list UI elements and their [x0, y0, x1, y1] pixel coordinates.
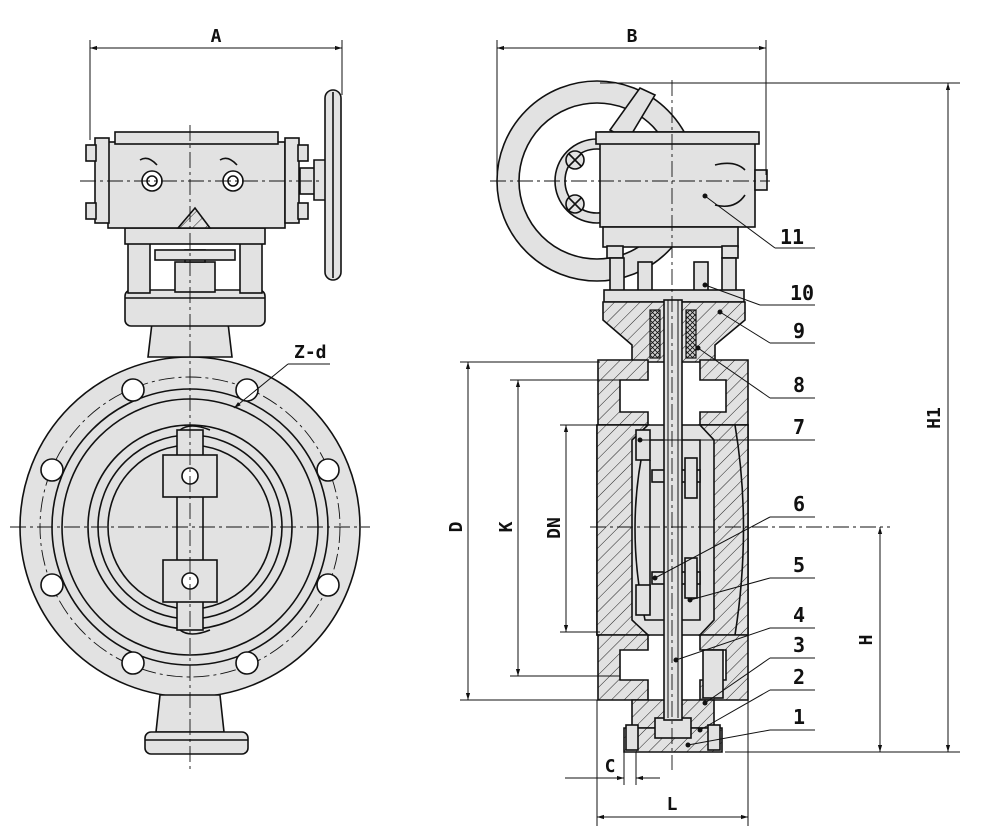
- dim-a-label: A: [211, 26, 222, 47]
- dim-b-label: B: [627, 26, 638, 47]
- dim-h-label: H: [856, 635, 877, 646]
- dim-h1-label: H1: [924, 407, 945, 429]
- callout-1: 1: [793, 705, 805, 729]
- dim-dn-label: DN: [544, 517, 565, 539]
- shaft: [663, 299, 683, 721]
- front-bottom-cap: [144, 731, 249, 755]
- callout-2: 2: [793, 665, 805, 689]
- dimensions: A B H1 H D K DN L: [89, 26, 960, 826]
- callout-5: 5: [793, 553, 805, 577]
- side-gearbox: [599, 131, 756, 228]
- dim-l-label: L: [667, 794, 678, 815]
- callout-4: 4: [793, 603, 805, 627]
- dim-c-label: C: [605, 756, 616, 777]
- callout-3: 3: [793, 633, 805, 657]
- dim-d-label: D: [446, 521, 467, 532]
- front-bolt-holes: [40, 378, 340, 675]
- callout-7: 7: [793, 415, 805, 439]
- callout-8: 8: [793, 373, 805, 397]
- dim-zd-label: Z-d: [294, 342, 327, 363]
- callout-11: 11: [780, 225, 804, 249]
- callout-10: 10: [790, 281, 814, 305]
- section-view: [496, 80, 768, 753]
- dim-k-label: K: [496, 521, 517, 532]
- part-callouts: 11 10 9 8 7 6 5 4: [637, 193, 815, 748]
- callout-9: 9: [793, 319, 805, 343]
- callout-6: 6: [793, 492, 805, 516]
